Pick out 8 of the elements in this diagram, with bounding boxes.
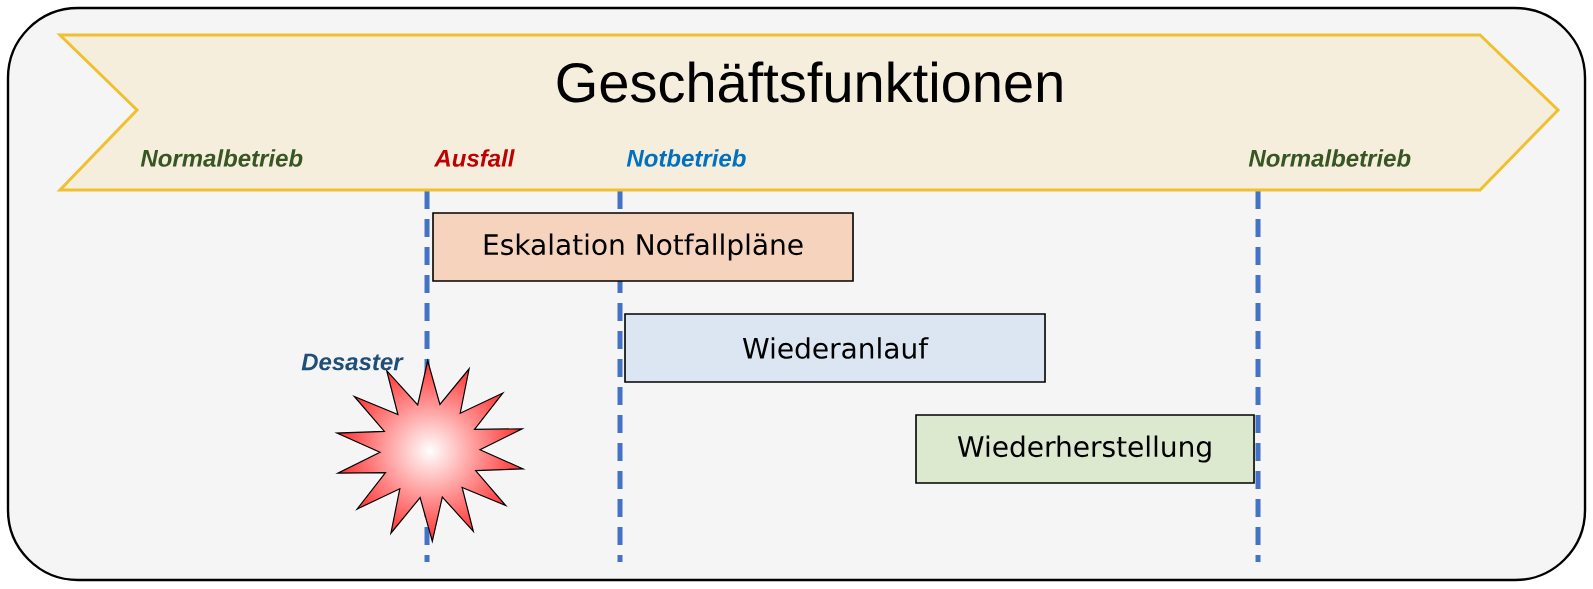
phase-label: Ausfall (433, 149, 515, 167)
process-box: Eskalation Notfallpläne (432, 212, 854, 282)
process-box: Wiederanlauf (624, 313, 1046, 383)
phase-label: Normalbetrieb (140, 149, 303, 167)
phase-label: Notbetrieb (626, 149, 746, 167)
process-box: Wiederherstellung (915, 414, 1255, 484)
phase-label: Normalbetrieb (1248, 149, 1411, 167)
phase-label: Desaster (301, 353, 404, 371)
